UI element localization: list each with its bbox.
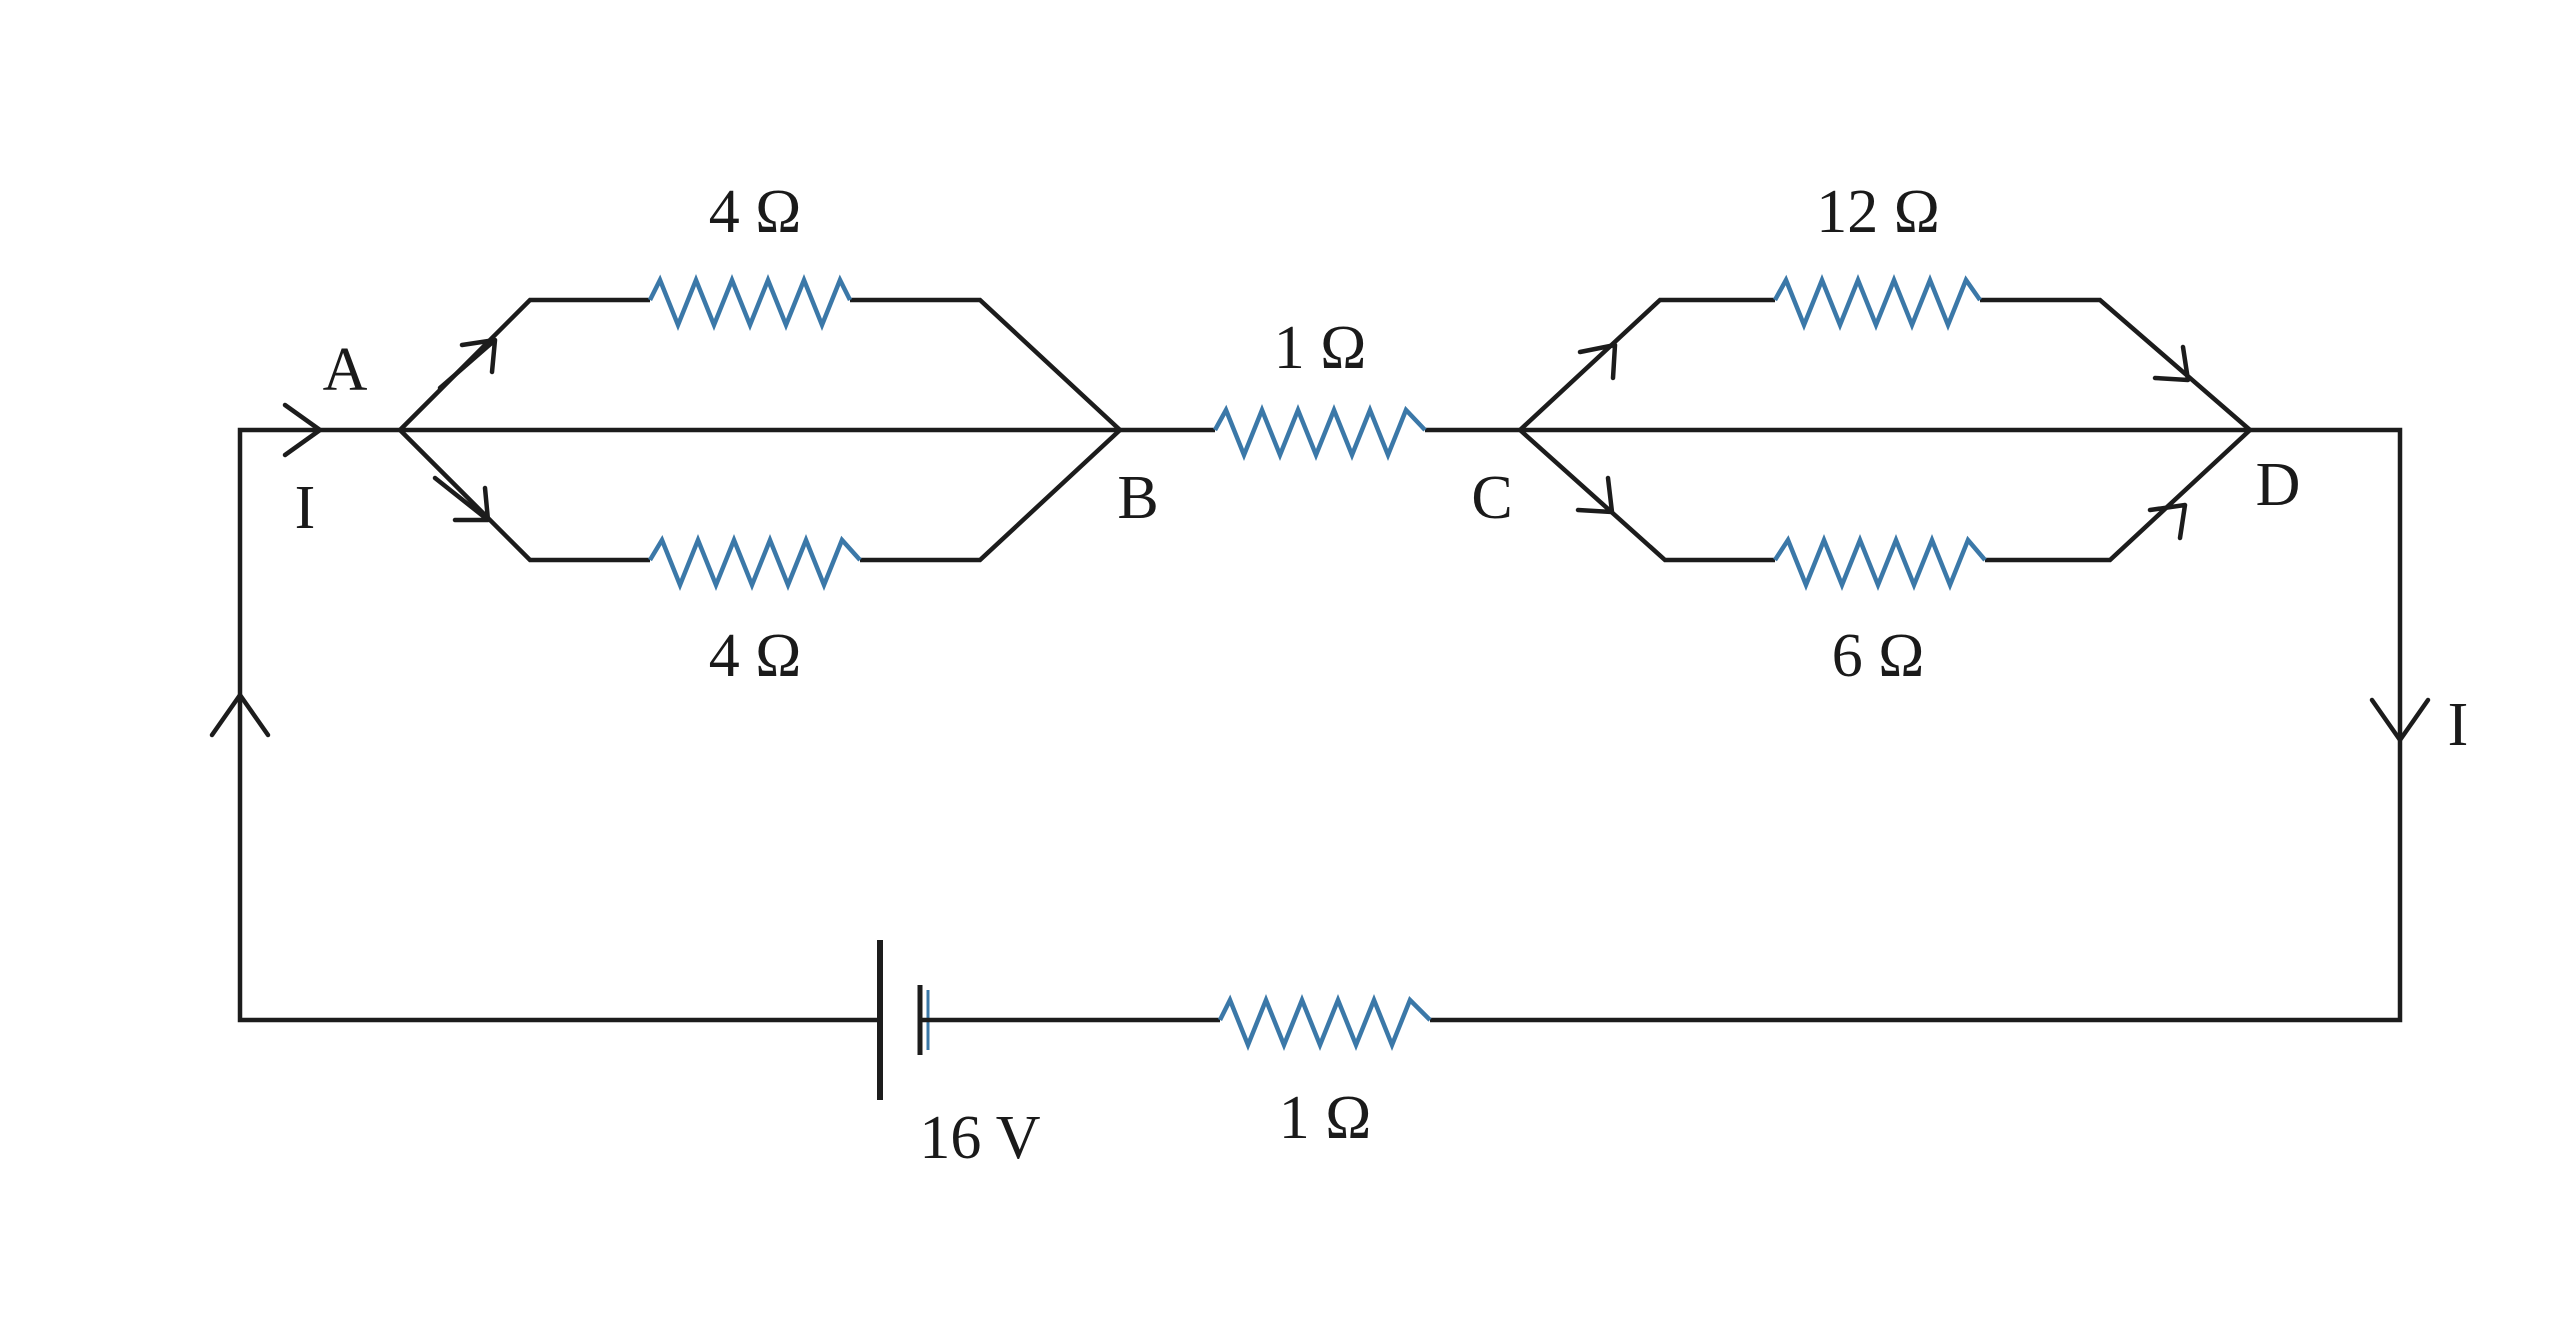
resistor-labels: 4 Ω 4 Ω 1 Ω 12 Ω 6 Ω 1 Ω 16 V (709, 178, 1940, 1172)
resistor-bc (1213, 403, 1427, 462)
label-cd-top: 12 Ω (1816, 178, 1940, 246)
outer-loop-wire (237, 427, 880, 1023)
arrows (209, 337, 2431, 743)
arrow-up-left-icon (209, 692, 271, 738)
current-label-right: I (2448, 691, 2469, 759)
arrow-d-top-icon (2152, 344, 2191, 383)
battery (877, 940, 988, 1100)
arrow-d-bottom-icon (2147, 502, 2188, 541)
ab-top-branch-wire (398, 297, 1122, 432)
label-series: 1 Ω (1279, 1084, 1372, 1152)
node-label-a: A (323, 336, 368, 404)
cd-top-branch-wire (1518, 297, 2252, 432)
arrow-a-top-icon (437, 337, 498, 391)
wires (237, 297, 2403, 1023)
label-ab-top: 4 Ω (709, 178, 802, 246)
resistors (647, 273, 1987, 1052)
resistor-series (1217, 993, 1432, 1052)
node-label-b: B (1117, 464, 1158, 532)
current-labels: I I (295, 474, 2469, 759)
node-labels: A B C D (323, 336, 2301, 532)
resistor-ab-top (647, 273, 853, 332)
label-ab-bottom: 4 Ω (709, 622, 802, 690)
cd-bottom-branch-wire (1518, 428, 2252, 563)
arrow-a-bottom-icon (432, 475, 491, 523)
node-label-d: D (2256, 451, 2301, 519)
arrow-c-top-icon (1577, 342, 1618, 381)
arrow-left-in-icon (282, 402, 323, 458)
ab-bottom-branch-wire (398, 428, 1122, 563)
resistor-ab-bottom (648, 533, 862, 592)
current-label-left: I (295, 474, 316, 542)
label-battery: 16 V (919, 1104, 1040, 1172)
resistor-cd-top (1773, 273, 1982, 332)
label-bc: 1 Ω (1274, 314, 1367, 382)
arrow-down-right-icon (2369, 697, 2431, 743)
resistor-cd-bottom (1773, 533, 1987, 592)
resistor-to-right-wire (1430, 427, 2403, 1023)
node-label-c: C (1471, 464, 1512, 532)
arrow-c-bottom-icon (1575, 475, 1615, 515)
label-cd-bottom: 6 Ω (1832, 622, 1925, 690)
